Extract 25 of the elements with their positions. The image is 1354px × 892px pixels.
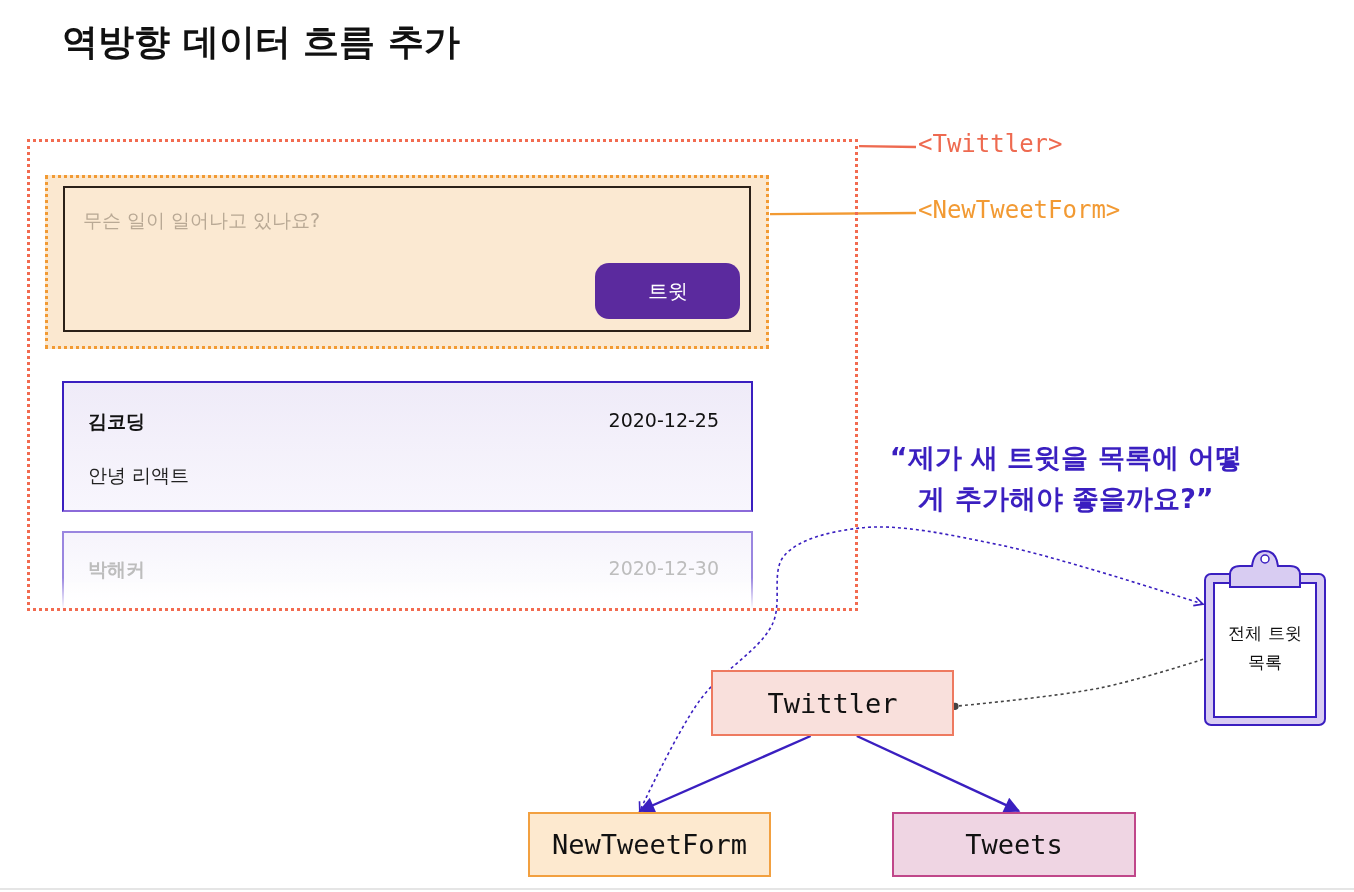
arrow [638, 734, 812, 813]
component-label: <NewTweetForm> [918, 196, 1148, 230]
tweet-card [62, 531, 753, 609]
component-box: Twittler [711, 670, 954, 736]
leader-line [770, 211, 916, 216]
dotted-outline [27, 139, 858, 611]
arrow [856, 734, 1021, 813]
arrow [638, 526, 1204, 812]
date-text: 2020-12-25 [608, 409, 719, 431]
list-label: 전체 트윗 목록 [1227, 622, 1303, 674]
placeholder-text: 무슨 일이 일어나고 있나요? [83, 208, 321, 233]
component-label: <Twittler> [918, 130, 1088, 164]
tweet-card [62, 381, 753, 512]
question-text: “제가 새 트윗을 목록에 어떻게 추가해야 좋을까요?” [888, 441, 1244, 516]
author-name: 박해커 [88, 557, 145, 582]
date-text: 2020-12-30 [608, 557, 719, 579]
text-input-field [63, 186, 751, 332]
tweet-text: 안녕 리액트 [88, 463, 190, 488]
title: 역방향 데이터 흐름 추가 [62, 20, 460, 64]
dotted-outline [45, 175, 769, 349]
author-name: 김코딩 [88, 409, 145, 434]
tweet-button: 트윗 [595, 263, 740, 319]
component-box: Tweets [892, 812, 1136, 877]
leader-line [858, 144, 917, 149]
component-box: NewTweetForm [528, 812, 771, 877]
